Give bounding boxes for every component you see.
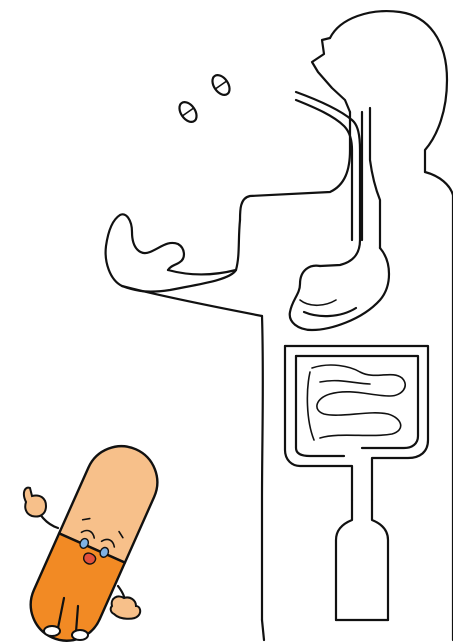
human-body-outline-icon: [106, 11, 453, 640]
digestive-tract-icon: [285, 92, 428, 620]
two-pills-icon: [176, 72, 233, 125]
capsule-character-icon: [19, 435, 169, 642]
